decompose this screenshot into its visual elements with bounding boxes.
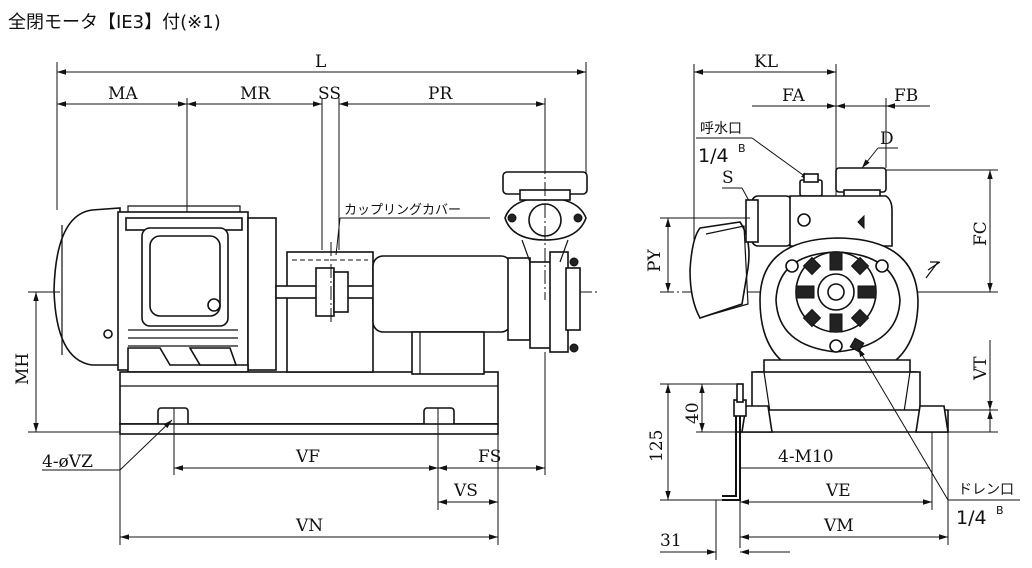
priming-port-label: 呼水口 [700, 121, 742, 137]
drain-port-sup: B [996, 504, 1004, 517]
dim-SS: SS [318, 84, 341, 104]
priming-port-size: 1/4 [698, 145, 729, 167]
coupling-cover-label: カップリングカバー [344, 203, 461, 218]
dim-FB: FB [894, 86, 918, 106]
dim-MA: MA [108, 84, 138, 104]
dim-FC: FC [971, 221, 991, 246]
dim-MH: MH [13, 353, 33, 385]
page-title: 全閉モータ【IE3】付(※1) [8, 12, 221, 33]
side-view: L MA MR SS PR [13, 52, 600, 545]
dim-VE: VE [825, 481, 851, 501]
dim-VN: VN [295, 516, 323, 536]
dim-M10: 4-M10 [778, 447, 834, 467]
dim-S: S [722, 168, 734, 188]
dim-VZ: 4-øVZ [42, 452, 93, 472]
dim-PY: PY [645, 249, 665, 272]
front-view: KL FA FB 呼水口 1/4 B S D [645, 52, 1020, 560]
dim-L: L [315, 52, 326, 72]
dim-MR: MR [240, 84, 271, 104]
priming-port-sup: B [738, 142, 746, 155]
drain-port-label: ドレン口 [958, 482, 1014, 498]
dim-D: D [880, 129, 894, 149]
dim-FS: FS [478, 447, 501, 467]
dim-VF: VF [295, 447, 320, 467]
dim-125: 125 [647, 430, 667, 462]
dim-VS: VS [453, 481, 478, 501]
dim-40: 40 [683, 402, 703, 424]
drain-port-size: 1/4 [956, 507, 987, 529]
dim-VM: VM [823, 516, 854, 536]
dim-FA: FA [782, 86, 805, 106]
dim-KL: KL [754, 52, 778, 72]
dim-PR: PR [428, 84, 453, 104]
dim-31: 31 [660, 531, 682, 551]
dim-VT: VT [971, 356, 991, 381]
